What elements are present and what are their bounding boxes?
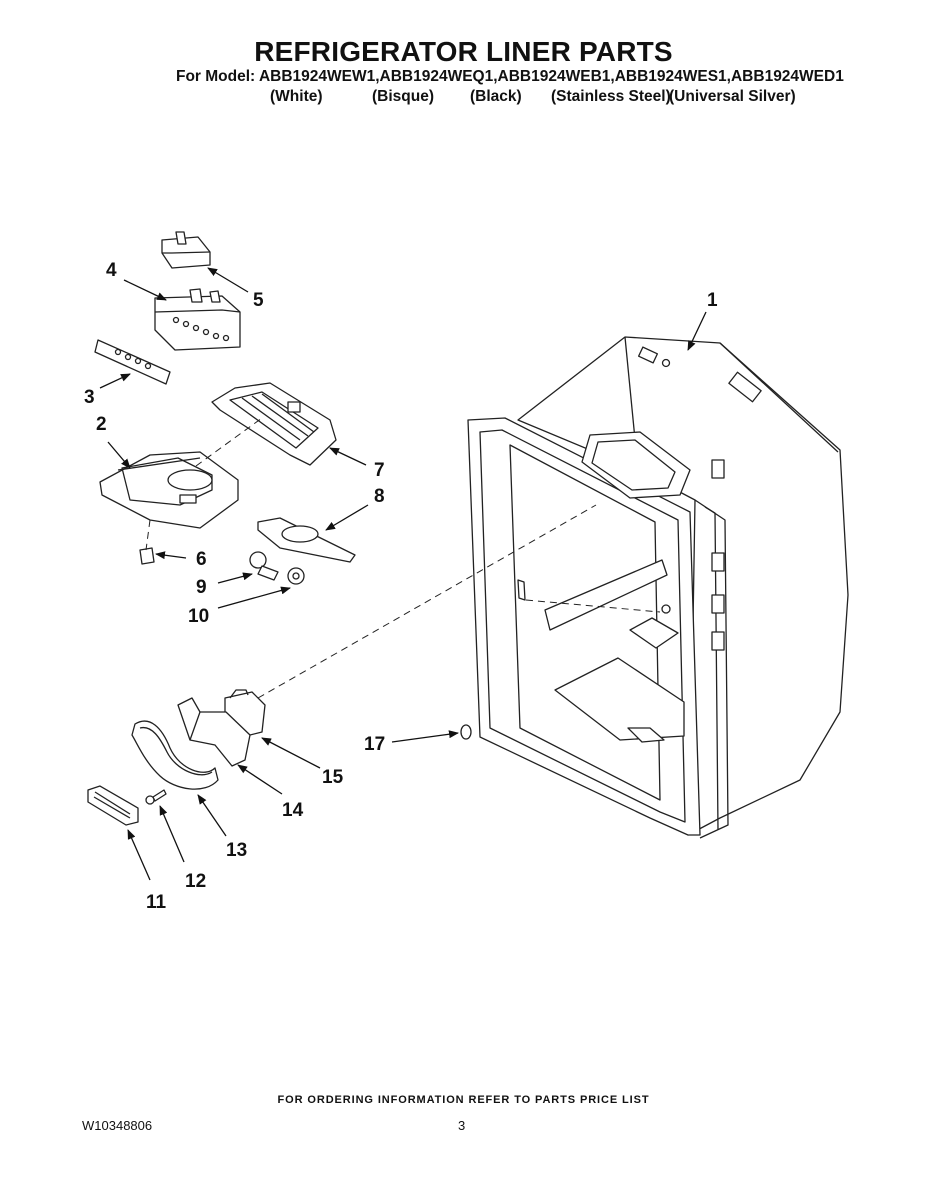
leader-line-4 [123,279,167,301]
control-housing-part [99,451,239,529]
plug-part [460,724,472,740]
leader-line-14 [237,764,283,795]
color-bisque: (Bisque) [372,88,434,105]
leader-line-15 [261,737,321,769]
leader-line-5 [207,267,249,293]
callout-10: 10 [188,606,209,627]
color-black: (Black) [470,88,522,105]
callout-4: 4 [106,260,117,281]
liner-part [467,336,849,839]
trim-part [131,720,219,790]
lens-cover-part [257,517,356,563]
assembly-line [257,504,597,699]
leader-line-17 [391,730,459,743]
callout-15: 15 [322,767,344,788]
leader-line-3 [99,373,131,389]
assembly-line [145,519,151,551]
leader-line-13 [197,794,227,837]
assembly-line [195,417,263,467]
callout-7: 7 [374,460,385,481]
color-universal-silver: (Universal Silver) [669,88,796,105]
document-number: W10348806 [82,1118,153,1133]
callout-8: 8 [374,486,385,507]
light-housing-part [211,382,337,466]
bracket-part [177,697,251,767]
callout-12: 12 [185,871,206,892]
page-title: REFRIGERATOR LINER PARTS [254,36,673,67]
callout-6: 6 [196,549,207,570]
leader-line-12 [159,805,185,863]
strip-part [94,339,171,385]
leader-line-7 [329,447,367,466]
leader-line-10 [217,586,291,609]
grille-part [87,785,139,826]
model-list: For Model: ABB1924WEW1,ABB1924WEQ1,ABB19… [176,68,844,85]
leader-line-2 [107,441,131,469]
channel-part [154,288,241,351]
clip-part [161,231,211,269]
leader-line-9 [217,572,253,584]
callout-5: 5 [253,290,264,311]
ordering-note: FOR ORDERING INFORMATION REFER TO PARTS … [277,1094,650,1106]
leader-line-6 [155,551,187,560]
callout-14: 14 [282,800,304,821]
leader-line-8 [325,504,369,531]
callout-3: 3 [84,387,95,408]
page-number: 3 [458,1118,466,1133]
color-stainless-steel: (Stainless Steel) [551,88,671,105]
switch-part [139,547,155,565]
leader-line-1 [687,311,707,351]
socket-part [287,567,305,585]
leader-line-11 [127,829,151,881]
callout-17: 17 [364,734,385,755]
assembly-line [525,599,661,613]
screw-part [145,789,167,805]
callout-9: 9 [196,577,207,598]
callout-1: 1 [707,290,718,311]
callout-2: 2 [96,414,107,435]
color-white: (White) [270,88,323,105]
bulb-part [249,551,279,581]
callout-11: 11 [146,892,167,913]
callout-13: 13 [226,840,247,861]
